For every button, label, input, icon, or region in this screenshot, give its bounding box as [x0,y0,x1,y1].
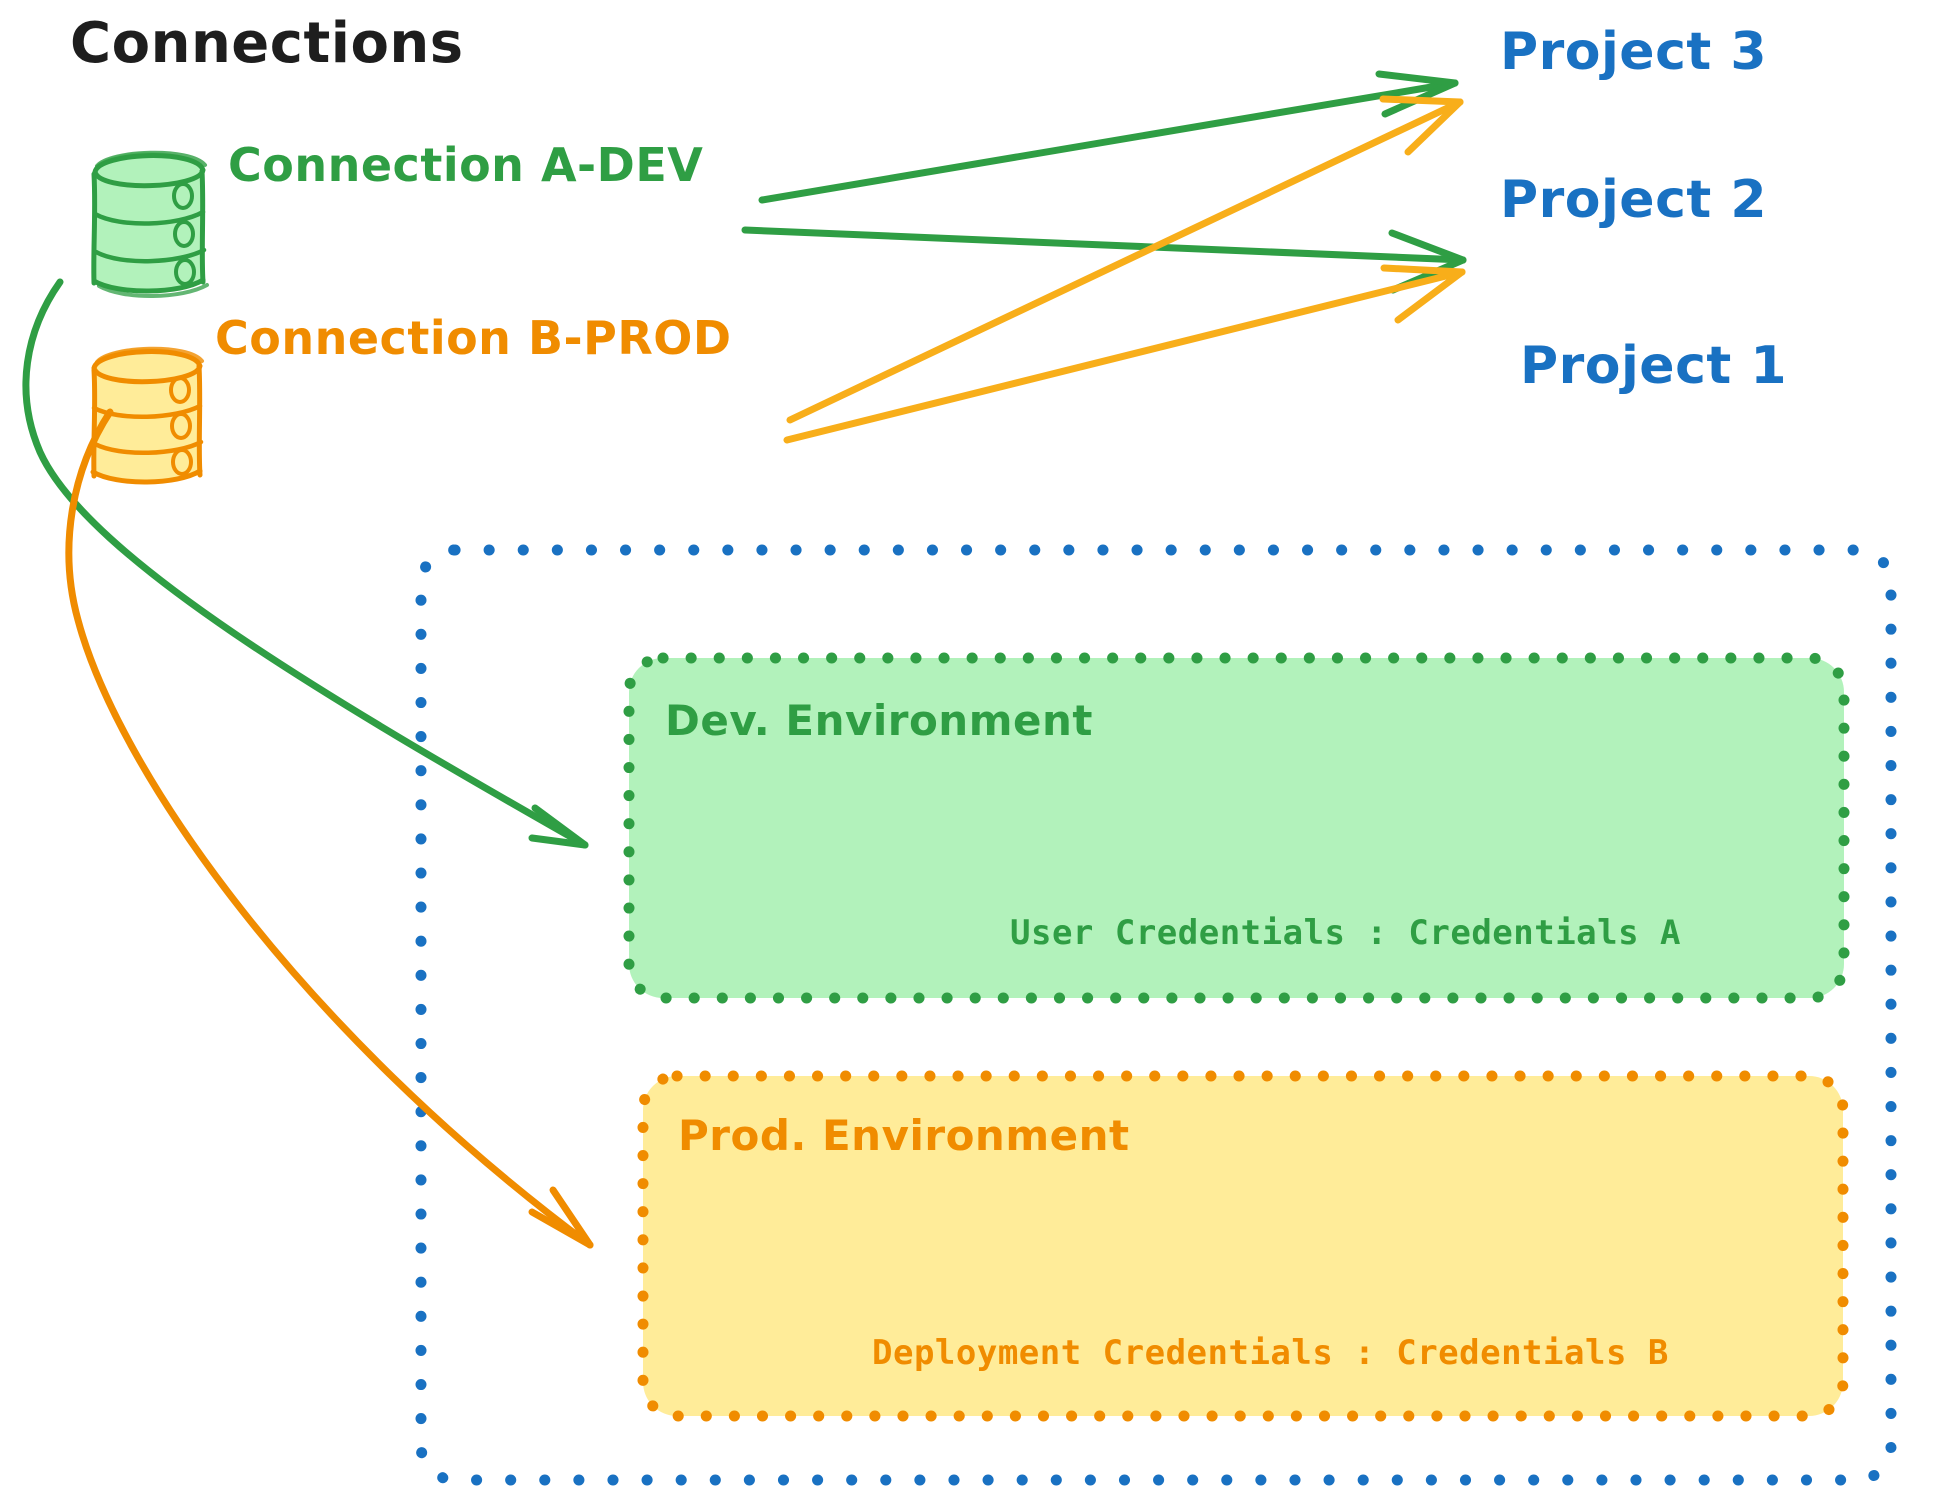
page-title: Connections [70,11,464,76]
arrow-a-dev-to-project3 [758,70,1459,204]
connection-b-prod-label[interactable]: Connection B-PROD [215,311,732,365]
prod-environment-box[interactable] [637,1070,1849,1422]
dev-environment-box[interactable] [623,652,1850,1004]
project1-container-border [415,544,1897,1486]
arrow-a-dev-to-project2 [741,226,1467,294]
arrow-a-dev-to-dev-environment [22,278,589,849]
project-2-label[interactable]: Project 2 [1500,170,1768,230]
connection-a-dev-label[interactable]: Connection A-DEV [228,138,704,192]
dev-environment-title: Dev. Environment [665,696,1093,745]
arrow-b-prod-to-project3 [786,95,1464,424]
prod-environment-credentials: Deployment Credentials : Credentials B [872,1333,1669,1373]
project-3-label[interactable]: Project 3 [1500,22,1768,82]
project-1-label[interactable]: Project 1 [1520,336,1788,396]
arrow-b-prod-to-project2 [783,264,1466,444]
prod-environment-title: Prod. Environment [678,1111,1130,1160]
arrow-b-prod-to-prod-environment [65,408,594,1249]
database-cylinder-icon-green[interactable] [91,150,209,298]
database-cylinder-icon-orange[interactable] [90,346,204,485]
dev-environment-credentials: User Credentials : Credentials A [1010,913,1682,953]
